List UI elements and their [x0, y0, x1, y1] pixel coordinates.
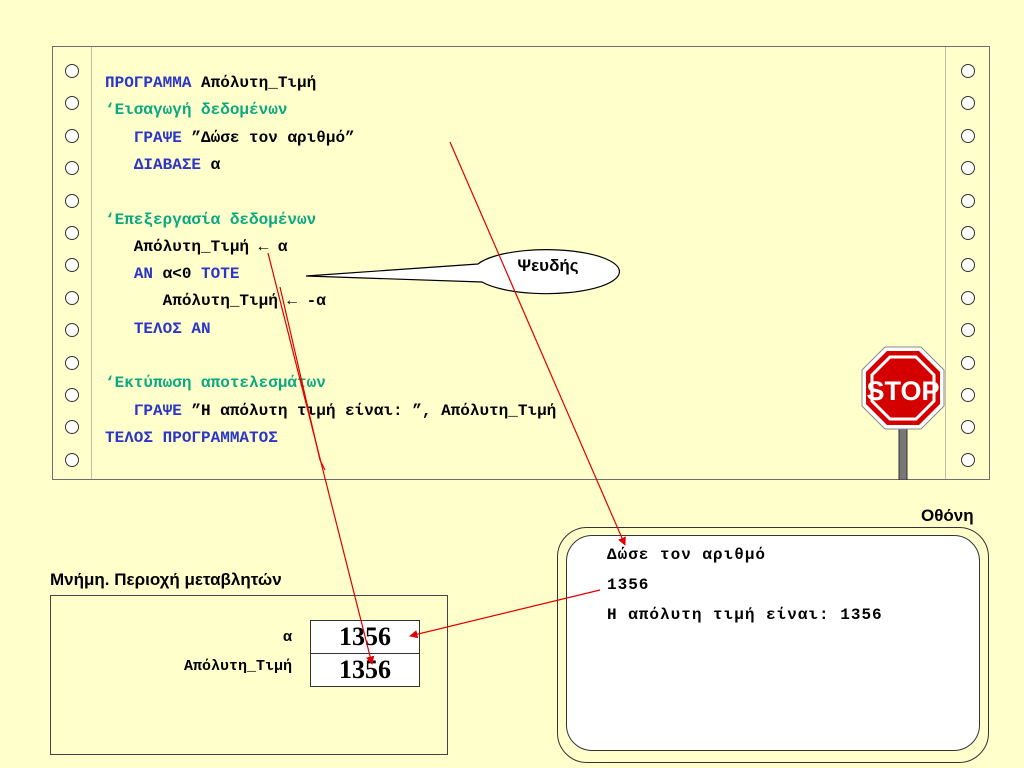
variable-name-absolute: Απόλυτη_Τιμή — [183, 658, 292, 675]
code-text: Απόλυτη_Τιμή — [201, 74, 317, 92]
code-text — [105, 265, 134, 283]
perforation-hole — [961, 193, 975, 208]
perforation-hole — [961, 258, 975, 273]
left-margin-rule — [91, 47, 92, 479]
code-line: ΓΡΑΨΕ ”Η απόλυτη τιμή είναι: ”, Απόλυτη_… — [105, 400, 556, 422]
code-line: ‘Εκτύπωση αποτελεσμάτων — [105, 372, 326, 394]
screen-line-3: Η απόλυτη τιμή είναι: 1356 — [607, 606, 883, 624]
screen-display — [566, 535, 980, 751]
false-callout-label: Ψευδής — [517, 256, 579, 275]
code-line: ‘Εισαγωγή δεδομένων — [105, 99, 287, 121]
code-text: α — [210, 155, 221, 174]
perforation-hole — [961, 420, 975, 435]
code-line: ΔΙΑΒΑΣΕ α — [105, 154, 220, 176]
variable-value-absolute: 1356 — [310, 653, 420, 687]
code-text: Απόλυτη_Τιμή ← α — [105, 237, 288, 256]
code-text — [105, 156, 134, 174]
perforation-hole — [961, 128, 975, 143]
perforation-hole — [65, 161, 79, 176]
code-text: ”Η απόλυτη τιμή είναι: ”, Απόλυτη_Τιμή — [191, 401, 557, 420]
perforation-hole — [961, 388, 975, 402]
perforation-hole — [961, 290, 975, 305]
perforation-hole — [65, 226, 79, 240]
perforation-hole — [961, 161, 975, 176]
perforation-hole — [961, 355, 975, 370]
code-line: ΤΕΛΟΣ ΑΝ — [105, 318, 211, 340]
screen-title: Οθόνη — [921, 506, 974, 525]
code-line: ΤΕΛΟΣ ΠΡΟΓΡΑΜΜΑΤΟΣ — [105, 427, 278, 449]
code-text: ”Δώσε τον αριθμό” — [191, 128, 355, 147]
screen-line-2: 1356 — [607, 576, 650, 594]
code-comment: ‘Επεξεργασία δεδομένων — [105, 210, 317, 229]
perforation-hole — [65, 355, 79, 370]
perforation-hole — [961, 64, 975, 78]
code-keyword: ΑΝ — [133, 265, 163, 284]
code-line: Απόλυτη_Τιμή ← α — [105, 236, 288, 258]
code-comment: ‘Εκτύπωση αποτελεσμάτων — [105, 374, 326, 393]
perforation-hole — [65, 388, 79, 402]
memory-title: Μνήμη. Περιοχή μεταβλητών — [50, 570, 282, 589]
code-text — [105, 402, 134, 420]
code-line: Απόλυτη_Τιμή ← -α — [105, 290, 326, 312]
code-text — [105, 320, 134, 338]
perforation-hole — [961, 96, 975, 111]
code-keyword: ΓΡΑΨΕ — [133, 401, 192, 420]
perforation-hole — [65, 128, 79, 143]
variable-name-a: α — [282, 629, 292, 646]
perforation-hole — [961, 226, 975, 240]
code-line: ΠΡΟΓΡΑΜΜΑ Απόλυτη_Τιμή — [105, 72, 316, 94]
screen-line-1: Δώσε τον αριθμό — [607, 546, 767, 564]
stop-sign-icon: STOP — [861, 346, 945, 480]
code-keyword: ΤΟΤΕ — [201, 265, 240, 284]
code-text — [105, 129, 134, 147]
perforation-hole — [65, 452, 79, 467]
variable-value-a: 1356 — [310, 620, 420, 654]
code-line: ‘Επεξεργασία δεδομένων — [105, 209, 316, 231]
code-keyword: ΤΕΛΟΣ ΑΝ — [133, 319, 211, 338]
perforation-hole — [65, 64, 79, 78]
code-text: α<0 — [162, 265, 202, 284]
code-line: ΓΡΑΨΕ ”Δώσε τον αριθμό” — [105, 127, 355, 149]
code-keyword: ΤΕΛΟΣ ΠΡΟΓΡΑΜΜΑΤΟΣ — [105, 428, 278, 447]
perforation-hole — [65, 290, 79, 305]
perforation-hole — [961, 323, 975, 338]
code-keyword: ΠΡΟΓΡΑΜΜΑ — [105, 74, 202, 92]
code-line: ΑΝ α<0 ΤΟΤΕ — [105, 263, 240, 285]
perforation-hole — [65, 258, 79, 273]
perforation-hole — [65, 323, 79, 338]
stop-sign-text: STOP — [866, 376, 939, 406]
code-keyword: ΓΡΑΨΕ — [133, 128, 192, 147]
right-margin-rule — [945, 47, 946, 479]
perforation-hole — [65, 420, 79, 435]
code-text: Απόλυτη_Τιμή ← -α — [105, 292, 326, 311]
perforation-hole — [65, 193, 79, 208]
code-comment: ‘Εισαγωγή δεδομένων — [105, 101, 288, 120]
perforation-hole — [961, 452, 975, 467]
code-keyword: ΔΙΑΒΑΣΕ — [133, 155, 211, 174]
perforation-hole — [65, 96, 79, 111]
